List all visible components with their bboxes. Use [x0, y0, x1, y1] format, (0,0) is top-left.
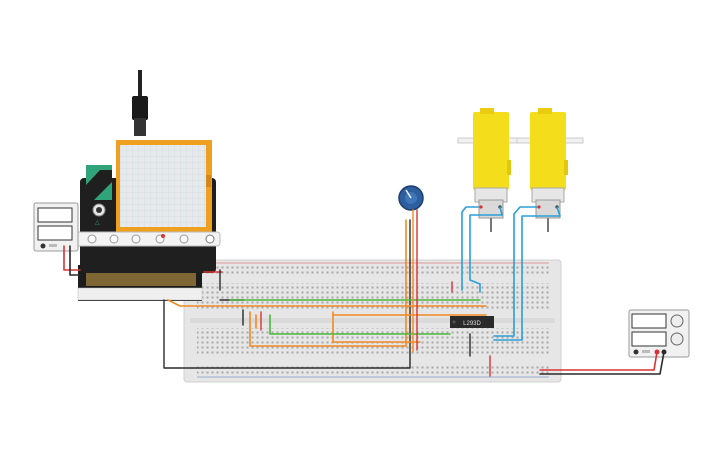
power-supply-left[interactable] — [33, 202, 79, 252]
wire-orange-1 — [167, 299, 487, 307]
svg-text:△: △ — [95, 220, 100, 226]
breadboard[interactable] — [183, 259, 562, 383]
chip-label: L293D — [463, 321, 481, 327]
wire-orange-3 — [332, 311, 421, 343]
wire-blue-m2b — [493, 206, 561, 341]
wire-red-right-supply — [539, 351, 658, 371]
usb-cable — [132, 70, 148, 136]
wire-blue-m2a — [493, 206, 538, 337]
dc-motor-1[interactable] — [457, 108, 529, 232]
dc-motor-2[interactable] — [516, 108, 584, 232]
wire-orange-2 — [249, 219, 407, 347]
potentiometer[interactable] — [398, 185, 424, 211]
wire-red-left-supply — [63, 245, 81, 271]
mounting-holes — [61, 231, 221, 247]
edge-connector-pins — [86, 270, 196, 286]
wire-blue-m1a — [461, 206, 479, 291]
l293d-chip[interactable]: L293D — [450, 316, 494, 328]
wires — [63, 206, 665, 377]
wire-blue-m1b — [469, 206, 503, 293]
wire-black-right-supply — [539, 351, 665, 375]
wire-black-gnd — [163, 219, 411, 369]
microbit[interactable]: △ — [61, 140, 221, 301]
wire-black-left-supply — [69, 245, 81, 276]
power-supply-right[interactable] — [628, 309, 690, 358]
